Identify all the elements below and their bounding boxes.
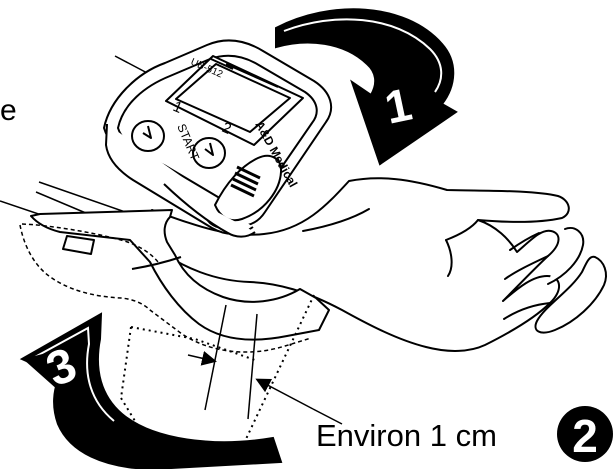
cuff-strap (19, 209, 330, 353)
distance-label: Environ 1 cm (316, 418, 497, 453)
rotation-arrow-step-3 (19, 312, 283, 469)
distance-indicator (187, 304, 343, 425)
placement-guide (120, 294, 315, 462)
wrist-and-hand (151, 177, 607, 352)
blood-pressure-monitor (103, 39, 333, 238)
step-2-badge: 2 (557, 406, 613, 462)
left-cut-text: e (0, 94, 17, 127)
step-2-number: 2 (572, 410, 598, 462)
rotation-arrow-step-1 (275, 8, 458, 166)
